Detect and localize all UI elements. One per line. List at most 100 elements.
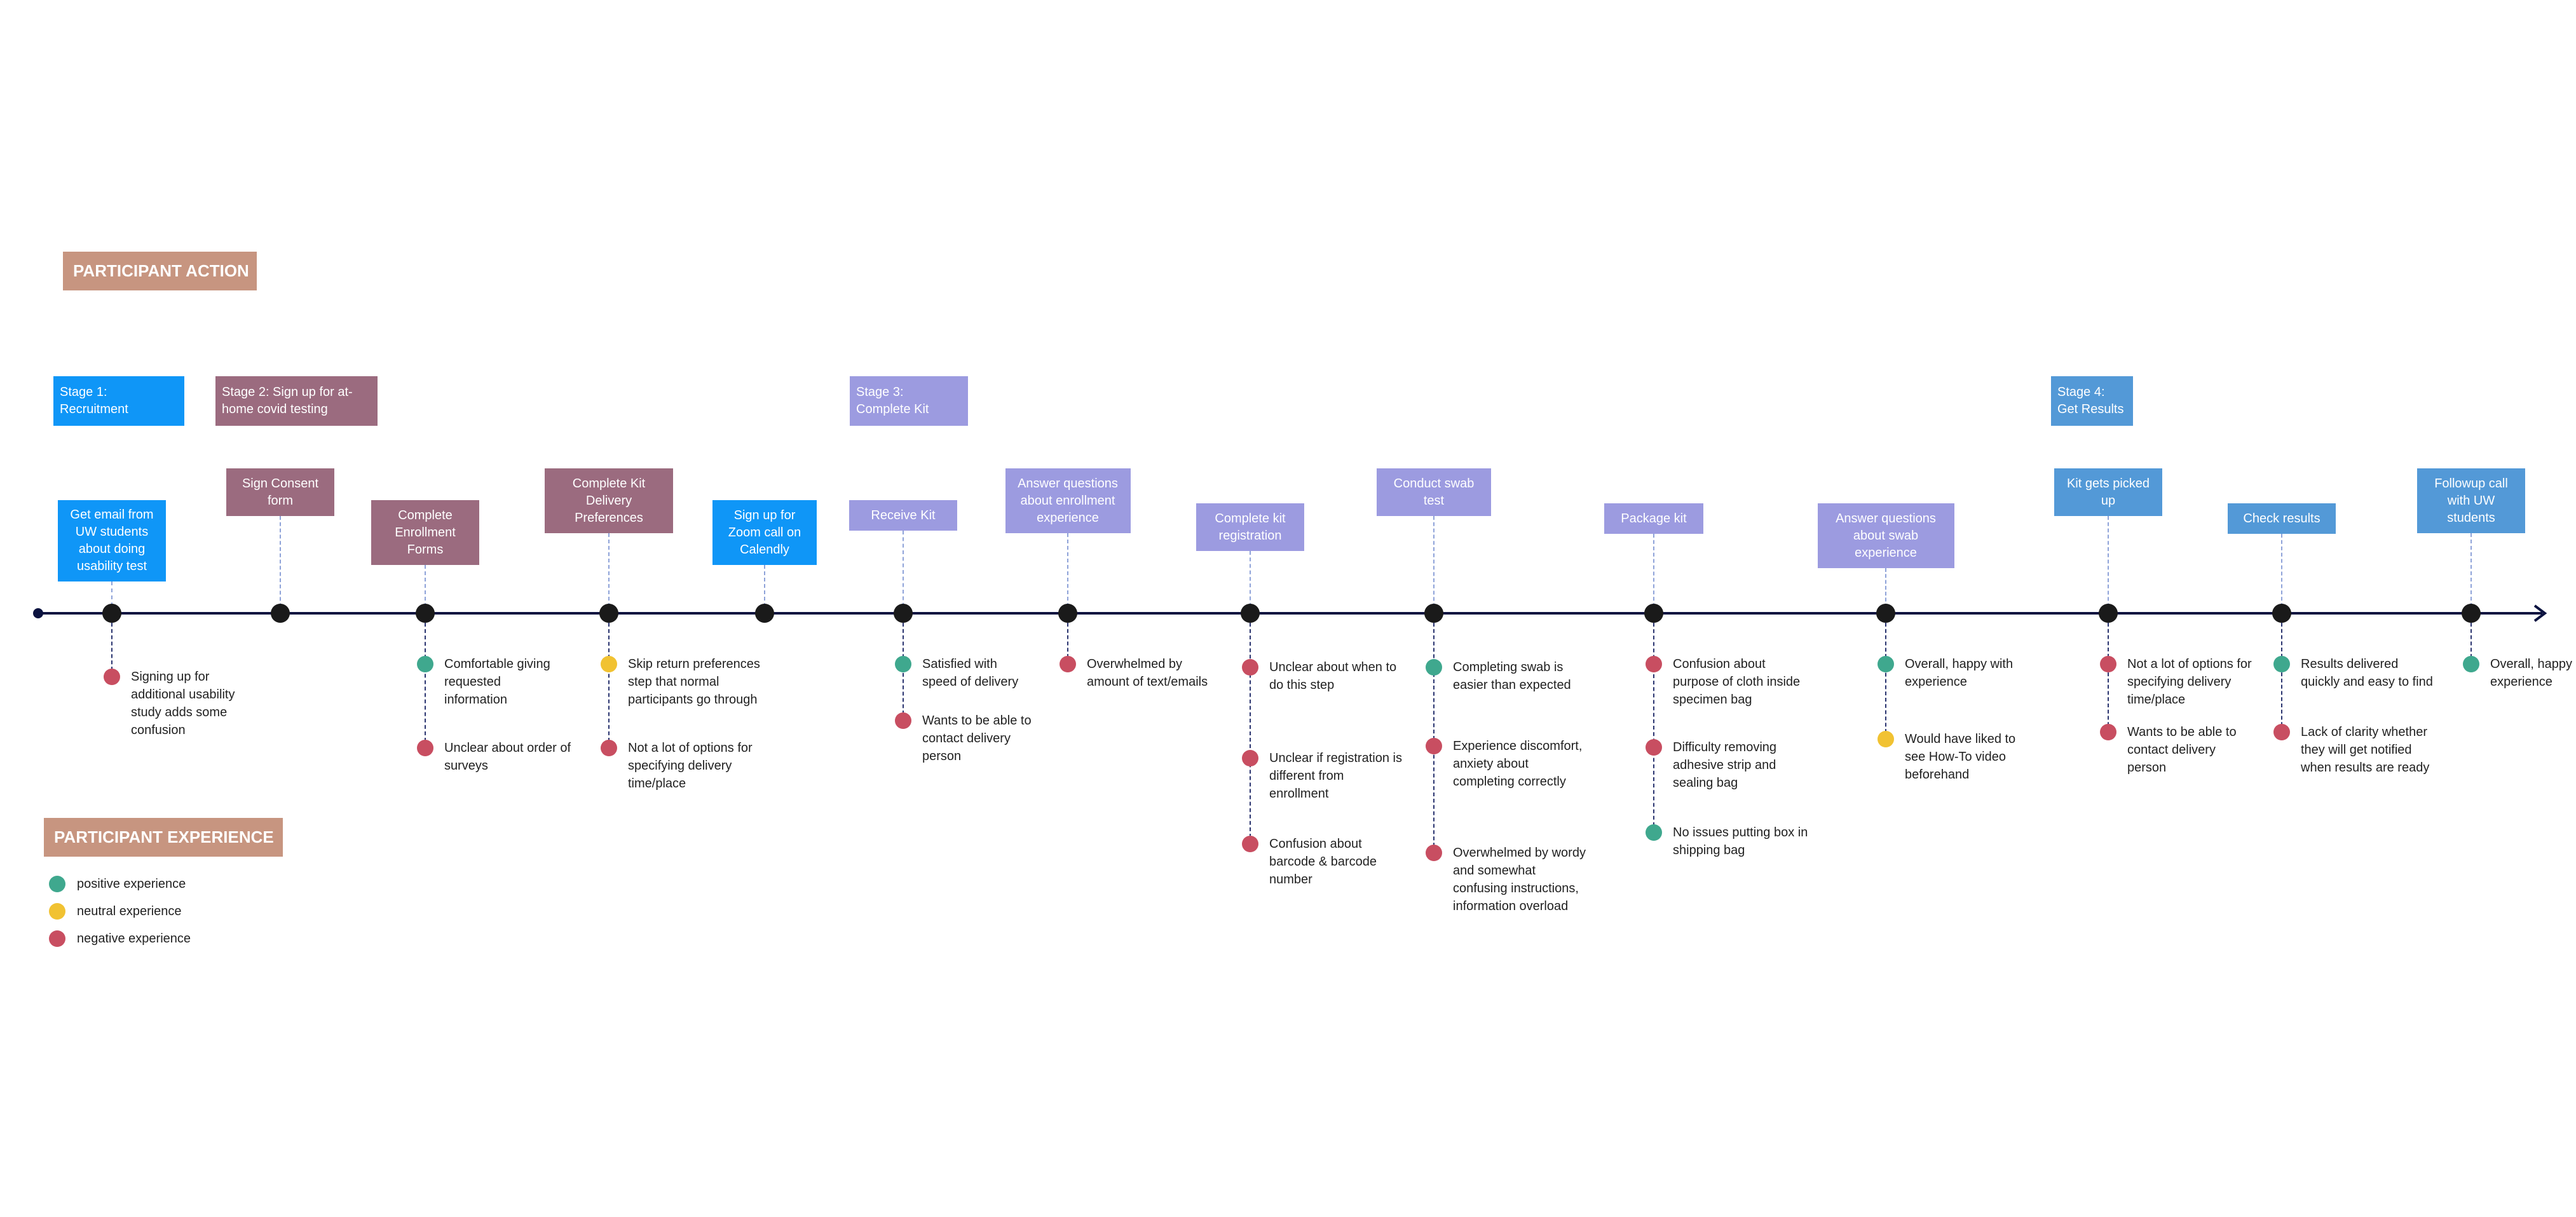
timeline-node [2462,604,2481,623]
experience-text: Skip return preferences step that normal… [628,657,760,707]
experience-text: Confusion about purpose of cloth inside … [1673,657,1801,707]
timeline-node [1876,604,1895,623]
timeline-node [894,604,913,623]
stage-1-label: Stage 1: Recruitment [53,376,184,426]
stage-4-label: Stage 4: Get Results [2051,376,2133,426]
experience-negative-dot [1060,656,1076,672]
timeline-node [2272,604,2291,623]
experience-connector [2108,623,2109,732]
experience-negative-dot [417,740,433,756]
timeline-node [102,604,121,623]
experience-positive-dot [1426,659,1442,676]
experience-text: Comfortable giving requested information [444,657,550,707]
experience-connector [1885,623,1886,739]
experience-text: Not a lot of options for specifying deli… [2127,657,2252,707]
step-box-2: Sign Consent form [226,468,334,516]
experience-neutral-dot [1877,731,1894,747]
experience-text: Results delivered quickly and easy to fi… [2301,657,2433,689]
step-connector [280,516,281,613]
timeline-node [2099,604,2118,623]
experience-connector [1250,623,1251,844]
legend-positive-dot [49,876,65,892]
step-box-9: Conduct swab test [1377,468,1491,516]
experience-text: Confusion about barcode & barcode number [1269,837,1377,887]
experience-negative-dot [895,712,911,729]
experience-negative-dot [1426,738,1442,754]
legend-negative-label: negative experience [77,932,191,946]
legend-positive-label: positive experience [77,877,186,891]
experience-connector [1653,623,1654,833]
experience-connector [2470,623,2472,664]
timeline-node [755,604,774,623]
experience-text: Unclear about order of surveys [444,741,571,773]
step-connector [608,533,610,613]
step-box-1: Get email from UW students about doing u… [58,500,166,581]
step-connector [2281,534,2282,613]
experience-positive-dot [1877,656,1894,672]
experience-text: Overwhelmed by wordy and somewhat confus… [1453,846,1586,913]
experience-neutral-dot [601,656,617,672]
experience-negative-dot [2100,724,2116,740]
experience-text: Completing swab is easier than expected [1453,660,1571,692]
step-connector [1433,516,1435,613]
timeline-node [1241,604,1260,623]
experience-negative-dot [104,669,120,685]
legend-neutral-label: neutral experience [77,904,182,918]
experience-positive-dot [417,656,433,672]
step-connector [1885,568,1886,613]
step-box-5: Sign up for Zoom call on Calendly [712,500,817,565]
experience-negative-dot [1646,656,1662,672]
step-box-12: Kit gets picked up [2054,468,2162,516]
experience-positive-dot [2273,656,2290,672]
experience-text: Wants to be able to contact delivery per… [2127,725,2237,775]
step-connector [425,565,426,613]
step-connector [2108,516,2109,613]
experience-positive-dot [2463,656,2479,672]
experience-negative-dot [601,740,617,756]
timeline-node [1644,604,1663,623]
experience-negative-dot [1242,750,1258,766]
experience-negative-dot [1242,836,1258,852]
timeline-node [416,604,435,623]
stage-3-label: Stage 3: Complete Kit [850,376,968,426]
timeline-line [38,612,2542,615]
experience-negative-dot [1646,739,1662,756]
timeline-arrow-icon [2533,604,2547,622]
step-connector [2470,533,2472,613]
experience-text: Overall, happy with experience [1905,657,2014,689]
timeline-node [271,604,290,623]
step-box-6: Receive Kit [849,500,957,531]
timeline-node [1424,604,1443,623]
step-connector [1067,533,1068,613]
experience-text: Overall, happy experience [2490,657,2572,689]
experience-text: Experience discomfort, anxiety about com… [1453,739,1583,789]
step-box-8: Complete kit registration [1196,503,1304,551]
stage-2-label: Stage 2: Sign up for at- home covid test… [215,376,378,426]
step-box-10: Package kit [1604,503,1703,534]
experience-text: Unclear about when to do this step [1269,660,1397,692]
step-box-14: Followup call with UW students [2417,468,2525,533]
legend-negative-dot [49,930,65,947]
experience-connector [2281,623,2282,732]
experience-connector [608,623,610,748]
step-box-11: Answer questions about swab experience [1817,503,1954,568]
experience-text: Not a lot of options for specifying deli… [628,741,753,791]
participant-experience-header: PARTICIPANT EXPERIENCE [44,818,283,857]
experience-negative-dot [2100,656,2116,672]
experience-positive-dot [1646,824,1662,841]
experience-negative-dot [1426,845,1442,861]
step-connector [111,581,112,613]
experience-connector [111,623,112,677]
experience-text: Difficulty removing adhesive strip and s… [1673,740,1777,790]
step-connector [764,565,765,613]
experience-text: Satisfied with speed of delivery [922,657,1019,689]
experience-connector [425,623,426,748]
experience-text: Signing up for additional usability stud… [131,670,235,737]
step-box-13: Check results [2228,503,2336,534]
experience-text: Unclear if registration is different fro… [1269,751,1402,801]
timeline-node [599,604,618,623]
step-connector [1653,534,1654,613]
experience-negative-dot [2273,724,2290,740]
experience-negative-dot [1242,659,1258,676]
